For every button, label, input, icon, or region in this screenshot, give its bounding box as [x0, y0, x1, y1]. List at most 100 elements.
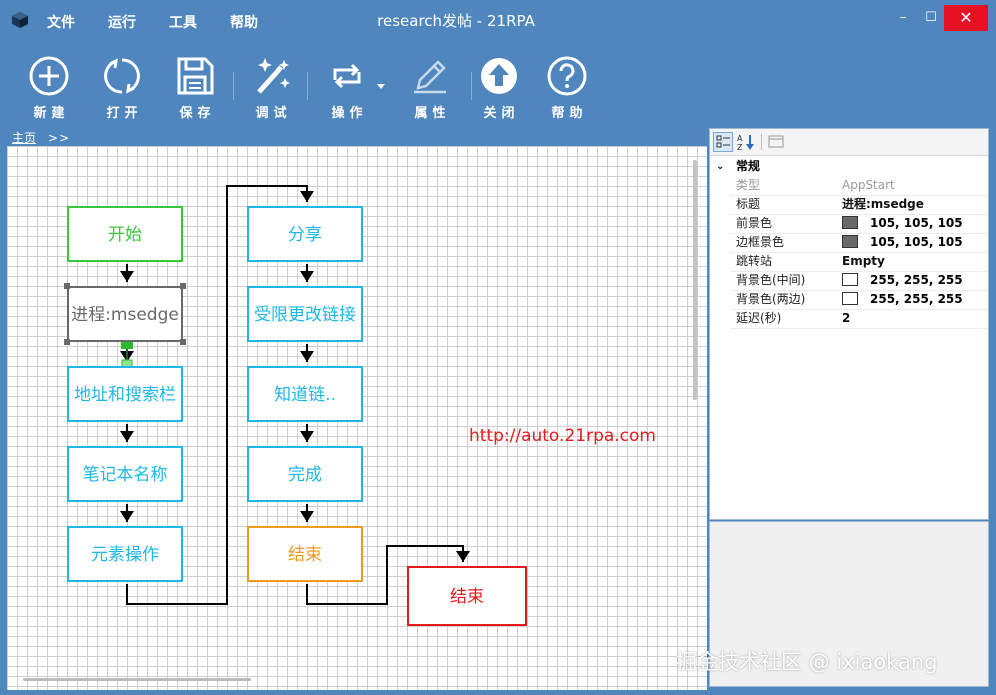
property-value: 2	[842, 311, 851, 325]
new-button[interactable]: 新建	[16, 54, 82, 121]
floppy-disk-icon	[177, 57, 214, 95]
resize-handle[interactable]	[180, 283, 186, 289]
color-swatch	[842, 273, 858, 286]
property-name: 类型	[736, 178, 761, 192]
property-value: AppStart	[842, 178, 895, 192]
property-description-pane	[709, 521, 989, 687]
horizontal-scrollbar[interactable]	[23, 678, 251, 681]
arrowhead	[300, 271, 314, 282]
property-row-jump[interactable]: 跳转站 Empty	[730, 252, 988, 272]
vertical-scrollbar[interactable]	[693, 160, 697, 400]
caret-down-icon[interactable]	[377, 84, 385, 90]
property-pages-button[interactable]	[767, 132, 787, 152]
flow-node-done[interactable]: 完成	[247, 446, 363, 502]
connector	[126, 185, 308, 605]
close-window-button[interactable]: ✕	[944, 5, 988, 31]
properties-button[interactable]: 属性	[397, 54, 463, 121]
title-bar: 文件 运行 工具 帮助 research发帖 - 21RPA – ☐ ✕	[0, 0, 996, 40]
breadcrumb: 主页>>	[12, 129, 70, 146]
flow-node-element-op[interactable]: 元素操作	[67, 526, 183, 582]
help-button[interactable]: 帮助	[534, 54, 600, 121]
property-grid-toolbar: A Z	[710, 129, 988, 156]
menu-tools[interactable]: 工具	[169, 15, 197, 31]
toolbar-separator	[307, 72, 308, 100]
property-value: 255, 255, 255	[870, 292, 963, 306]
property-name: 标题	[736, 197, 761, 211]
window-title: research发帖 - 21RPA	[377, 12, 535, 30]
property-name: 背景色(两边)	[736, 292, 806, 306]
resize-handle[interactable]	[64, 283, 70, 289]
maximize-button[interactable]: ☐	[925, 10, 937, 25]
resize-handle[interactable]	[64, 339, 70, 345]
property-value: 255, 255, 255	[870, 273, 963, 287]
operate-button[interactable]: 操作	[314, 54, 380, 121]
arrowhead	[456, 551, 470, 562]
property-row-delay[interactable]: 延迟(秒) 2	[730, 309, 988, 329]
property-name: 延迟(秒)	[736, 311, 782, 325]
open-button[interactable]: 打开	[89, 54, 155, 121]
magic-wand-icon	[257, 58, 290, 94]
properties-label: 属性	[414, 106, 451, 121]
arrowhead	[300, 351, 314, 362]
property-row-border-color[interactable]: 边框景色 105, 105, 105	[730, 233, 988, 253]
close-button[interactable]: 关闭	[466, 54, 532, 121]
watermark-link-text: http://auto.21rpa.com	[469, 426, 656, 446]
category-label: 常规	[736, 159, 761, 173]
property-value: Empty	[842, 254, 885, 268]
flow-canvas[interactable]: 开始 进程:msedge 地址和搜索栏 笔记本名称 元素操作 分享 受限更改链接…	[7, 146, 707, 690]
categorized-view-button[interactable]	[713, 132, 733, 152]
property-row-type[interactable]: 类型 AppStart	[730, 176, 988, 196]
property-name: 边框景色	[736, 235, 785, 249]
property-value: 105, 105, 105	[870, 216, 963, 230]
minimize-button[interactable]: –	[899, 10, 907, 25]
property-name: 背景色(中间)	[736, 273, 806, 287]
debug-button[interactable]: 调试	[238, 54, 304, 121]
flow-node-restricted-link[interactable]: 受限更改链接	[247, 286, 363, 342]
flow-node-notepad[interactable]: 笔记本名称	[67, 446, 183, 502]
pencil-icon	[414, 60, 446, 94]
open-label: 打开	[106, 106, 143, 121]
question-circle-icon	[547, 56, 587, 96]
menu-help[interactable]: 帮助	[230, 15, 258, 31]
new-label: 新建	[33, 106, 70, 121]
property-row-title[interactable]: 标题 进程:msedge	[730, 195, 988, 215]
flow-node-process[interactable]: 进程:msedge	[67, 286, 183, 342]
help-label: 帮助	[551, 106, 588, 121]
toolbar-separator	[471, 72, 472, 100]
connector	[306, 545, 464, 605]
property-value: 105, 105, 105	[870, 235, 963, 249]
breadcrumb-home-link[interactable]: 主页	[12, 131, 37, 145]
refresh-icon	[104, 58, 140, 94]
menu-run[interactable]: 运行	[108, 15, 136, 31]
toolbar-divider	[761, 134, 762, 150]
property-row-foreground[interactable]: 前景色 105, 105, 105	[730, 214, 988, 234]
debug-label: 调试	[255, 106, 292, 121]
flow-node-address-bar[interactable]: 地址和搜索栏	[67, 366, 183, 422]
svg-text:Z: Z	[737, 143, 743, 152]
menu-file[interactable]: 文件	[47, 15, 75, 31]
plus-circle-icon	[29, 56, 69, 96]
property-pages-icon	[768, 135, 784, 148]
property-grid: A Z ⌄ 常规 类型 AppStart 标题	[709, 128, 989, 520]
categorized-icon	[716, 135, 730, 148]
svg-text:A: A	[737, 134, 743, 143]
flow-node-know-link[interactable]: 知道链..	[247, 366, 363, 422]
toolbar-separator	[233, 72, 234, 100]
selection-connector-handle[interactable]	[121, 339, 133, 349]
resize-handle[interactable]	[180, 339, 186, 345]
save-button[interactable]: 保存	[162, 54, 228, 121]
arrowhead	[120, 511, 134, 522]
flow-node-end-1[interactable]: 结束	[247, 526, 363, 582]
upload-circle-icon	[481, 58, 517, 94]
property-value: 进程:msedge	[842, 197, 924, 211]
color-swatch	[842, 235, 858, 248]
flow-node-share[interactable]: 分享	[247, 206, 363, 262]
property-row-bg-sides[interactable]: 背景色(两边) 255, 255, 255	[730, 290, 988, 310]
alphabetical-sort-button[interactable]: A Z	[736, 132, 756, 152]
flow-node-end-2[interactable]: 结束	[407, 566, 527, 626]
property-row-bg-middle[interactable]: 背景色(中间) 255, 255, 255	[730, 271, 988, 291]
operate-label: 操作	[331, 106, 368, 121]
chevron-down-icon[interactable]: ⌄	[716, 161, 725, 172]
flow-node-start[interactable]: 开始	[67, 206, 183, 262]
